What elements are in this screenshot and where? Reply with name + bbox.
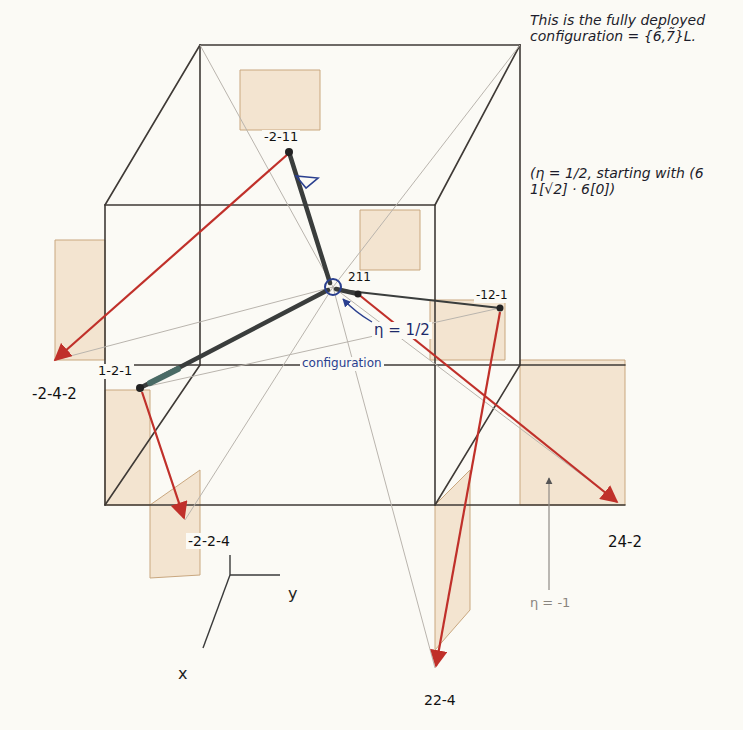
point-label: 1-2-1: [96, 360, 134, 379]
shaded-plane: [55, 70, 625, 650]
pointer-arrow: [343, 299, 372, 322]
point-label: -2-11: [262, 130, 300, 145]
configuration-arm: [140, 152, 358, 388]
point-label: 22-4: [422, 692, 458, 708]
point-label: -12-1: [474, 284, 510, 303]
axis-label: y: [286, 585, 299, 603]
eta-label: η = 1/2: [372, 322, 432, 339]
point-dot: [136, 148, 504, 392]
point-label: 24-2: [606, 532, 644, 551]
construction-line: [55, 45, 615, 668]
note-text: This is the fully deployed configuration…: [528, 12, 733, 44]
point-label: -2-11: [262, 126, 300, 145]
axis-triad: [203, 555, 280, 648]
point-label: 211: [346, 271, 373, 285]
pointer-arrow: [548, 478, 549, 590]
centre-circle: [325, 279, 341, 295]
arm-segment: [150, 369, 178, 383]
note-text: (η = 1/2, starting with (6 1[√2] · 6[0]): [528, 165, 733, 198]
eta-label: η = -1: [528, 592, 572, 611]
triangle-mark: [296, 176, 318, 188]
axis-label: y: [286, 584, 299, 603]
point-label: -2-2-4: [186, 531, 232, 550]
point-label: -2-2-4: [186, 533, 232, 549]
eta-label: configuration: [300, 357, 384, 371]
eta-label: configuration: [300, 352, 384, 371]
point-label: 22-4: [422, 690, 458, 709]
eta-label: η = -1: [528, 596, 572, 611]
red-arrow: [55, 154, 617, 666]
axis-label: x: [176, 665, 189, 683]
eta-label: η = 1/2: [372, 320, 432, 339]
point-label: -2-4-2: [30, 384, 79, 403]
point-label: 211: [346, 266, 373, 285]
point-label: 24-2: [606, 534, 644, 551]
cube-edge: [105, 45, 625, 505]
axis-label: x: [176, 664, 189, 683]
note-text: (η = 1/2, starting with (6 1[√2] · 6[0]): [528, 165, 733, 197]
point-label: -12-1: [474, 289, 510, 303]
note-text: This is the fully deployed configuration…: [528, 12, 733, 45]
point-label: -2-4-2: [30, 386, 79, 403]
point-label: 1-2-1: [96, 364, 134, 379]
